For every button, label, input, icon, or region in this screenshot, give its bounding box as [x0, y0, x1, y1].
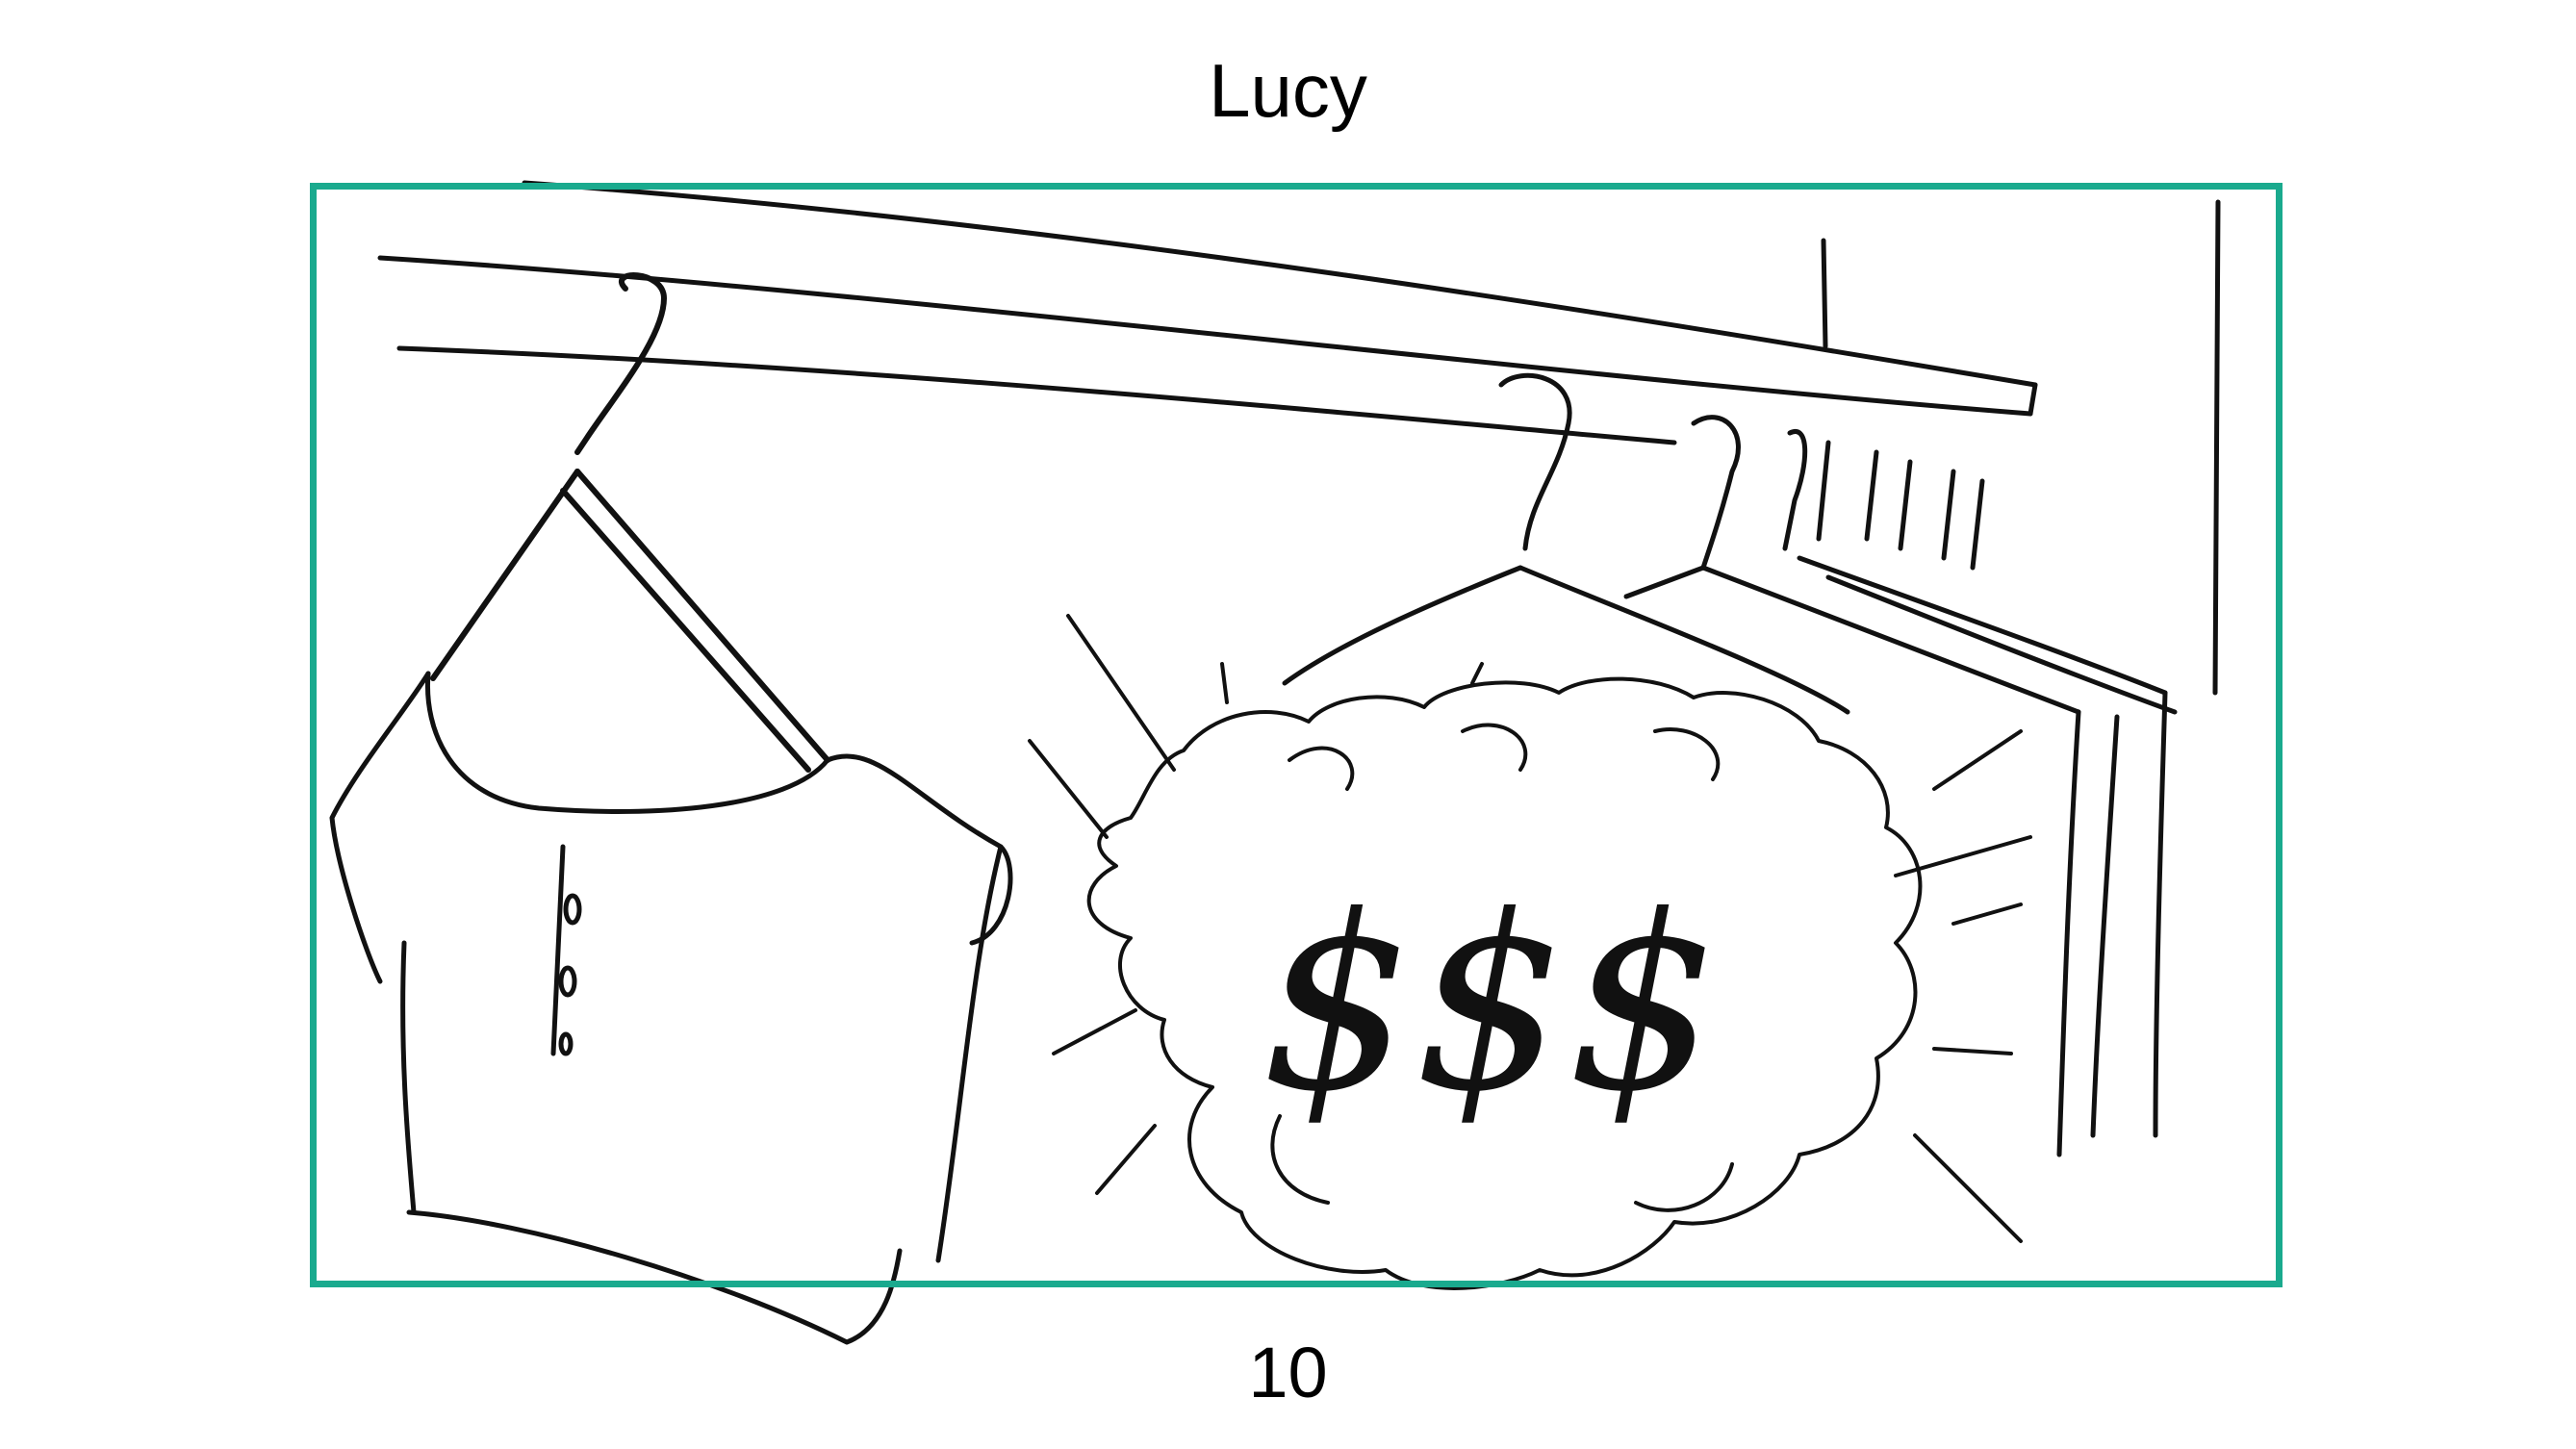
money-symbols: $$$: [1261, 864, 1720, 1144]
page-title: Lucy: [1209, 48, 1367, 133]
hanger-icon: [430, 272, 830, 773]
shirt-icon: [329, 671, 1013, 1345]
page-number: 10: [1248, 1333, 1328, 1412]
hanger-icon: [1282, 372, 2178, 1157]
money-cloud-icon: [1028, 614, 2032, 1290]
clothes-rail-icon: [377, 180, 2221, 696]
storyboard-frame: [310, 183, 2283, 1287]
